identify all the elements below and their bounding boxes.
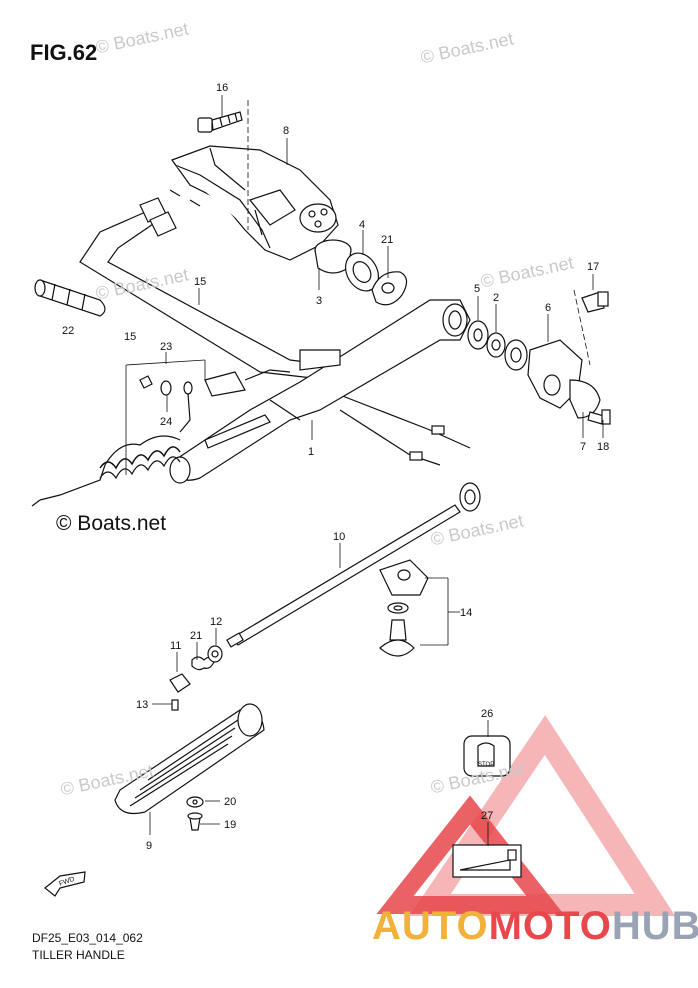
friction-bracket-6 bbox=[527, 339, 601, 419]
callout-3: 3 bbox=[316, 295, 322, 307]
steering-bracket bbox=[171, 145, 339, 261]
callout-12: 12 bbox=[210, 616, 222, 628]
coil-spring bbox=[99, 446, 181, 480]
callout-5: 5 bbox=[474, 283, 480, 295]
stop-text: STOP bbox=[478, 762, 494, 768]
callout-numbers: 16 8 4 21 3 15 15 22 23 24 1 5 2 6 17 7 … bbox=[62, 82, 609, 852]
friction-clamp-14 bbox=[379, 559, 429, 657]
callout-6: 6 bbox=[545, 302, 551, 314]
figure-code: DF25_E03_014_062 bbox=[32, 931, 143, 945]
grip-23 bbox=[34, 279, 106, 317]
brand-part-moto: MOTO bbox=[488, 904, 612, 948]
callout-20: 20 bbox=[224, 796, 236, 808]
screws-19-20 bbox=[186, 796, 204, 831]
brand-part-auto: AUTO bbox=[372, 904, 489, 948]
callout-19: 19 bbox=[224, 819, 236, 831]
decal-27 bbox=[452, 844, 522, 878]
washers-5-2 bbox=[467, 320, 528, 371]
tiller-arm bbox=[169, 299, 471, 484]
callout-13: 13 bbox=[136, 699, 148, 711]
callout-27: 27 bbox=[481, 810, 493, 822]
bolt-16 bbox=[197, 111, 243, 133]
callout-1: 1 bbox=[308, 446, 314, 458]
callout-10: 10 bbox=[333, 531, 345, 543]
stop-switch-cord bbox=[31, 369, 291, 507]
callout-25: 24 bbox=[160, 416, 172, 428]
callout-2: 2 bbox=[493, 292, 499, 304]
callout-17: 17 bbox=[587, 261, 599, 273]
bushing-3 bbox=[314, 239, 352, 274]
callout-9: 9 bbox=[146, 840, 152, 852]
callout-16: 16 bbox=[216, 82, 228, 94]
leader-lines bbox=[125, 95, 604, 846]
callout-23: 22 bbox=[62, 325, 74, 337]
stop-plate-26 bbox=[463, 735, 511, 777]
copyright-notice: © Boats.net bbox=[56, 512, 167, 535]
callout-26: 26 bbox=[481, 708, 493, 720]
callout-4: 4 bbox=[359, 219, 365, 231]
figure-title: FIG.62 bbox=[30, 40, 98, 65]
bolts-17-18 bbox=[581, 291, 611, 425]
fwd-arrow bbox=[44, 871, 86, 897]
callout-14: 14 bbox=[460, 607, 472, 619]
brand-part-hub: HUB bbox=[611, 904, 698, 948]
plate-21 bbox=[371, 271, 408, 306]
figure-name: TILLER HANDLE bbox=[32, 948, 125, 962]
logo-triangles bbox=[376, 715, 676, 916]
small-parts bbox=[169, 645, 223, 711]
throttle-shaft-10 bbox=[226, 482, 481, 648]
callout-15-top: 15 bbox=[194, 276, 206, 288]
callout-18: 18 bbox=[597, 441, 609, 453]
callout-22: 21 bbox=[190, 630, 202, 642]
callout-21: 21 bbox=[381, 234, 393, 246]
callout-7: 7 bbox=[580, 441, 586, 453]
callout-8: 8 bbox=[283, 125, 289, 137]
callout-11: 11 bbox=[170, 640, 181, 652]
brand-logo: AUTOMOTOHUB bbox=[372, 904, 698, 949]
callout-24: 23 bbox=[160, 341, 172, 353]
callout-15-left: 15 bbox=[124, 331, 136, 343]
handle-grip-9 bbox=[114, 703, 265, 815]
